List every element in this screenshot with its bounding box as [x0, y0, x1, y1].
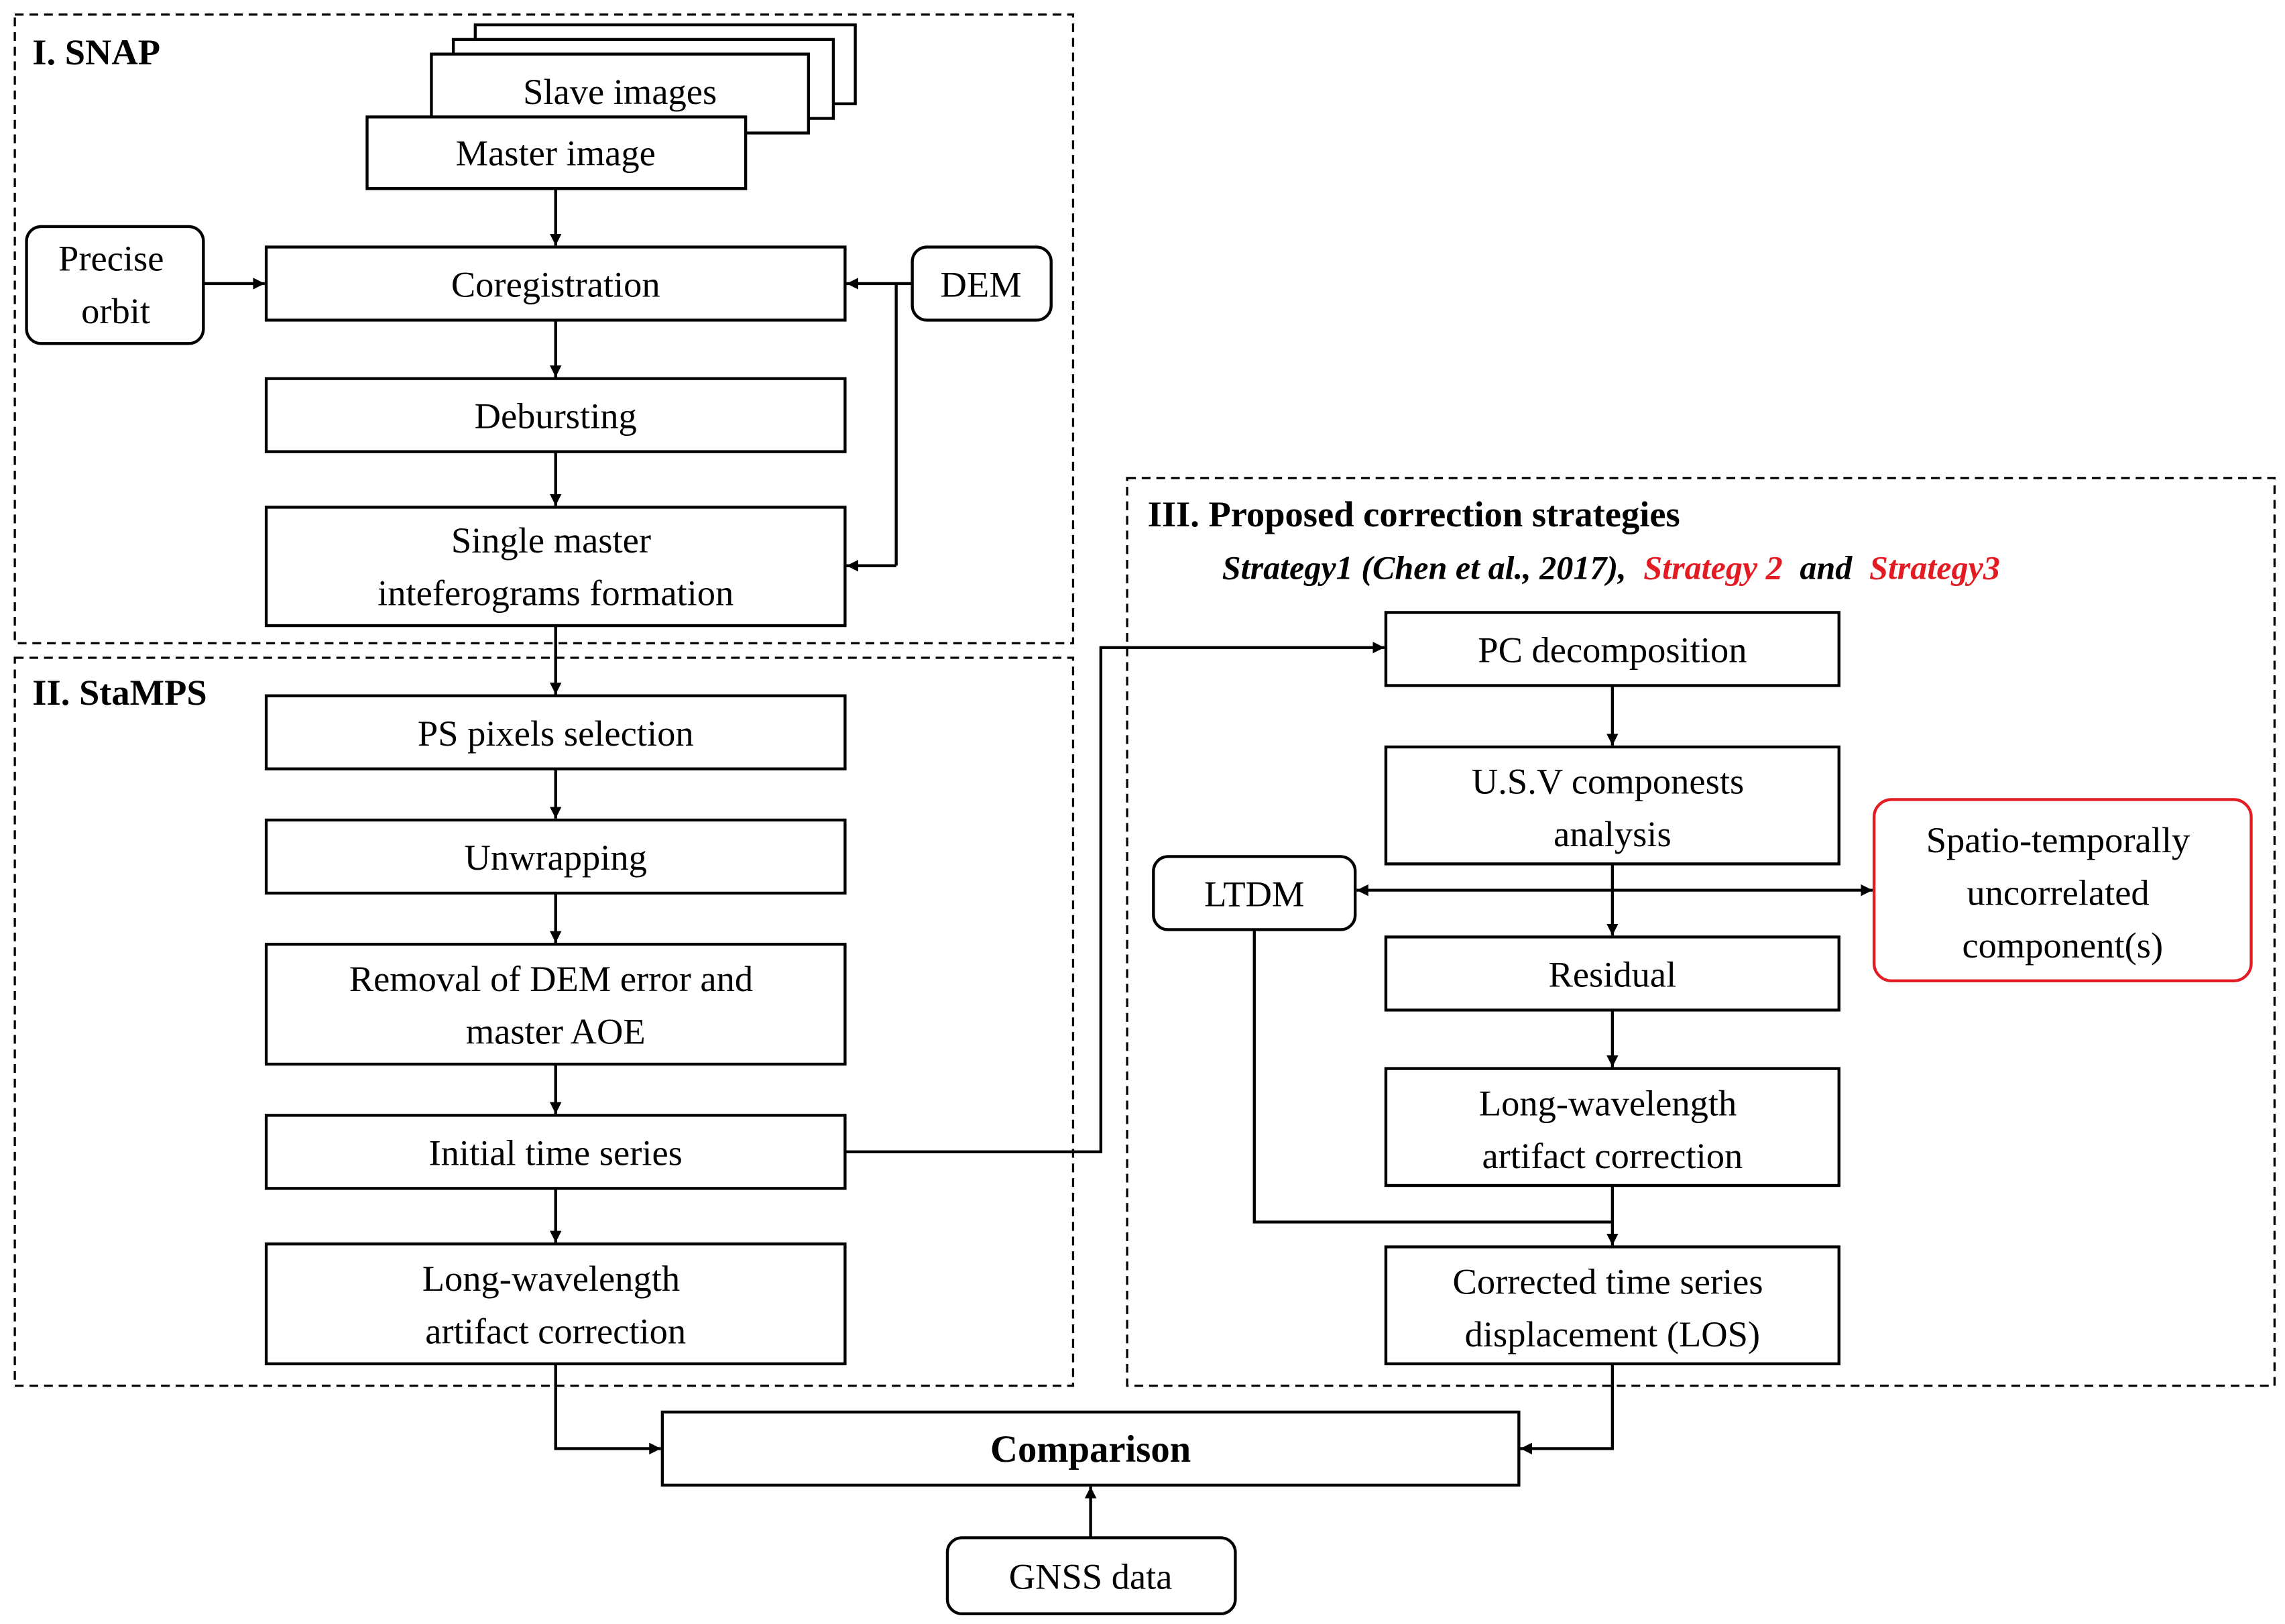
connectors [203, 188, 1873, 1538]
proposed-section-title: III. Proposed correction strategies [1148, 494, 1680, 534]
svg-text:Spatio-temporally uncorr: Spatio-temporally uncorrelated component… [1926, 819, 2199, 966]
svg-text:Removal of DEM error and: Removal of DEM error and master AOE [349, 958, 762, 1051]
initial-time-series-node: Initial time series [264, 1114, 847, 1190]
precise-orbit-label-line1: Precise [58, 237, 164, 278]
debursting-label: Debursting [475, 396, 637, 437]
usv-analysis-label-line1: U.S.V componests [1472, 761, 1744, 802]
single-master-node: Single master inteferograms formation [264, 506, 847, 628]
gnss-data-node: GNSS data [945, 1536, 1237, 1615]
line-ltdm-to-corrected [1252, 929, 1613, 1224]
snap-section-frame [13, 13, 1075, 644]
usv-analysis-label-line2: analysis [1554, 813, 1672, 854]
slave-images-node: Slave images [523, 71, 717, 112]
svg-text:Long-wavelength artifact: Long-wavelength artifact correction [422, 1258, 689, 1351]
ps-pixels-node: PS pixels selection [264, 694, 847, 770]
svg-text:Precise orbit: Precise orbit [58, 237, 173, 331]
lwac-stamps-label-line1: Long-wavelength [422, 1258, 680, 1299]
debursting-node: Debursting [264, 377, 847, 453]
strategy-and-label: and [1800, 548, 1853, 586]
arrow-corrected-to-comparison [1520, 1363, 1615, 1455]
spatio-label-line2: uncorrelated [1967, 872, 2149, 913]
initial-time-series-label: Initial time series [429, 1132, 683, 1173]
gnss-data-label: GNSS data [1009, 1556, 1173, 1597]
lwac-stamps-label-line2: artifact correction [425, 1310, 686, 1351]
proposed-section-frame [1126, 477, 2276, 1387]
pc-decomposition-label: PC decomposition [1478, 630, 1747, 671]
strategy-3-label: Strategy3 [1869, 548, 2000, 586]
lwac-stamps-node: Long-wavelength artifact correction [264, 1242, 847, 1366]
snap-section-title: I. SNAP [32, 32, 160, 72]
svg-text:Long-wavelength artifact: Long-wavelength artifact correction [1479, 1082, 1746, 1175]
coregistration-label: Coregistration [451, 264, 660, 305]
dem-node: DEM [911, 245, 1053, 322]
arrow-initial-to-pc [845, 642, 1385, 1154]
coregistration-node: Coregistration [264, 245, 847, 322]
removal-dem-label-line1: Removal of DEM error and [349, 958, 753, 999]
corrected-label-line2: displacement (LOS) [1465, 1314, 1760, 1354]
single-master-label-line2: inteferograms formation [377, 573, 734, 614]
spatio-label-line3: component(s) [1962, 925, 2163, 966]
residual-label: Residual [1549, 954, 1677, 995]
stamps-section-title: II. StaMPS [32, 672, 207, 713]
corrected-label-line1: Corrected time series [1453, 1261, 1763, 1301]
dem-label: DEM [941, 264, 1022, 305]
strategy-2-label: Strategy 2 [1643, 548, 1782, 586]
ltdm-label: LTDM [1204, 874, 1304, 915]
spatio-label-line1: Spatio-temporally [1926, 819, 2190, 860]
pc-decomposition-node: PC decomposition [1384, 611, 1840, 687]
removal-dem-node: Removal of DEM error and master AOE [264, 943, 847, 1066]
ltdm-node: LTDM [1152, 855, 1357, 931]
usv-analysis-node: U.S.V componests analysis [1384, 745, 1840, 866]
ps-pixels-label: PS pixels selection [418, 713, 694, 754]
unwrapping-label: Unwrapping [464, 837, 646, 878]
lwac-proposed-node: Long-wavelength artifact correction [1384, 1067, 1840, 1187]
comparison-node: Comparison [660, 1410, 1521, 1487]
lwac-proposed-label-line2: artifact correction [1482, 1135, 1743, 1176]
strategies-subtitle: Strategy1 (Chen et al., 2017), Strategy … [1222, 548, 2000, 586]
corrected-time-series-node: Corrected time series displacement (LOS) [1384, 1245, 1840, 1366]
unwrapping-node: Unwrapping [264, 818, 847, 895]
svg-text:Corrected time series di: Corrected time series displacement (LOS) [1453, 1261, 1773, 1354]
master-image-node: Master image [365, 115, 748, 190]
residual-node: Residual [1384, 935, 1840, 1012]
spatio-temporally-node: Spatio-temporally uncorrelated component… [1872, 798, 2253, 982]
strategy-1-label: Strategy1 (Chen et al., 2017), [1222, 548, 1627, 586]
svg-text:Single master inteferogr: Single master inteferograms formation [377, 520, 734, 613]
lwac-proposed-label-line1: Long-wavelength [1479, 1082, 1737, 1123]
removal-dem-label-line2: master AOE [466, 1011, 646, 1052]
stamps-section-frame [13, 656, 1075, 1387]
single-master-label-line1: Single master [451, 520, 651, 561]
arrow-lwac-stamps-to-comparison [554, 1363, 661, 1455]
comparison-label: Comparison [990, 1428, 1191, 1470]
slave-images-label: Slave images [523, 71, 717, 112]
svg-text:U.S.V componests analysi: U.S.V componests analysis [1472, 761, 1753, 854]
precise-orbit-label-line2: orbit [81, 290, 150, 331]
master-image-label: Master image [456, 132, 656, 173]
precise-orbit-node: Precise orbit [25, 225, 205, 345]
